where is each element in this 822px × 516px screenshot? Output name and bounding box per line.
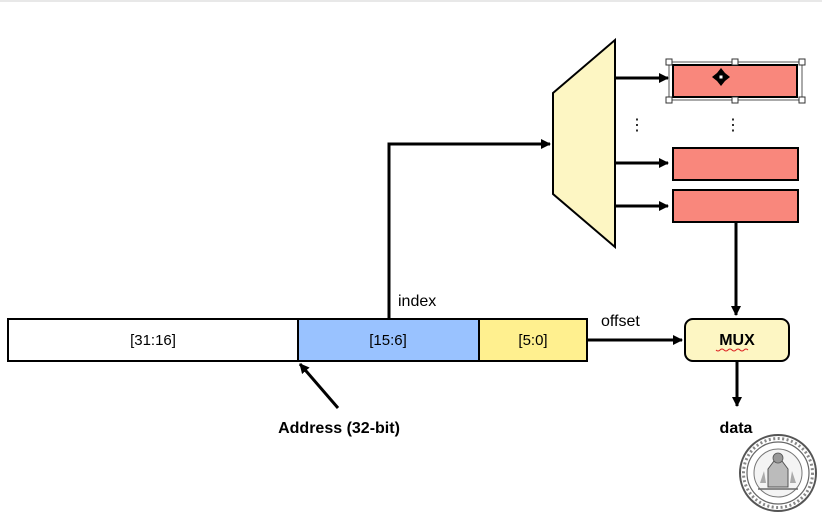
selection-handle-tm[interactable] — [731, 58, 739, 66]
mux-label: MUX — [719, 332, 755, 349]
selection-handle-bm[interactable] — [731, 96, 739, 104]
cache-lines — [672, 64, 799, 223]
ellipsis-decoder-output: ⋮ — [629, 117, 645, 134]
selection-handle-tr[interactable] — [798, 58, 806, 66]
address-caption: Address (32-bit) — [278, 420, 400, 437]
address-segment-index-label: [15:6] — [369, 332, 407, 349]
index-arrow — [387, 139, 551, 319]
selection-handles[interactable] — [665, 58, 806, 104]
selection-handle-tl[interactable] — [665, 58, 673, 66]
decoder — [552, 37, 616, 250]
address-bar: [31:16] [15:6] [5:0] — [7, 318, 588, 362]
address-pointer-arrow — [298, 363, 340, 409]
selection-handle-bl[interactable] — [665, 96, 673, 104]
cache-line-2 — [672, 147, 799, 181]
selection-handle-br[interactable] — [798, 96, 806, 104]
ellipsis-cache-lines: ⋮ — [725, 117, 741, 134]
mux-spellcheck-underline — [715, 348, 749, 352]
move-cursor-icon — [712, 68, 730, 86]
data-label: data — [720, 420, 753, 437]
cache-line-1[interactable] — [672, 64, 798, 98]
cache-line-3 — [672, 189, 799, 223]
university-seal-icon — [739, 434, 817, 512]
address-segment-high — [7, 318, 299, 362]
address-segment-offset-label: [5:0] — [518, 332, 547, 349]
address-segment-high-label: [31:16] — [130, 332, 176, 349]
index-label: index — [398, 293, 436, 310]
offset-label: offset — [601, 313, 640, 330]
top-border-line — [0, 0, 822, 2]
